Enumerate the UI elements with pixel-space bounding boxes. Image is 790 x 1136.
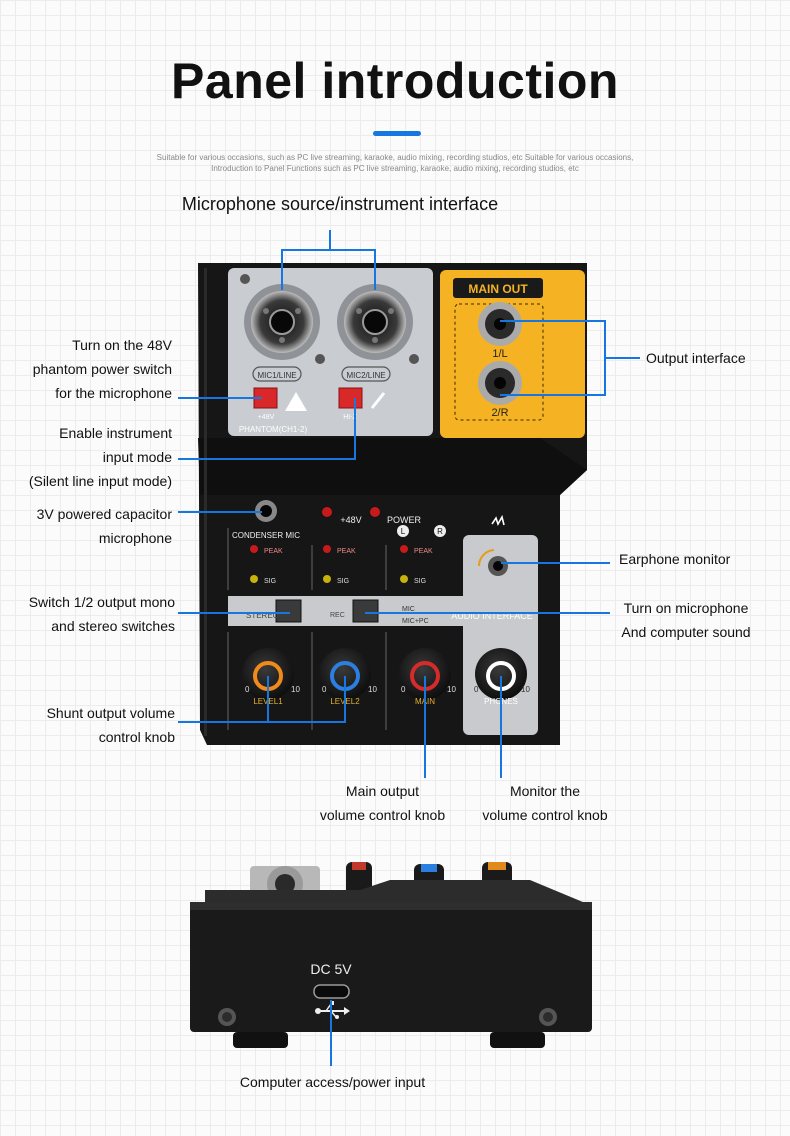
callout-computer-access: Computer access/power input (239, 1074, 426, 1090)
sig-1: SIG (264, 578, 276, 585)
callout-main-output-line-2: volume control knob (319, 807, 446, 823)
callout-mic-pc-line-2: And computer sound (621, 624, 751, 640)
callout-phantom-line-1: Turn on the 48V (72, 337, 172, 353)
power-l-label: L (401, 527, 406, 536)
main-max: 10 (447, 685, 456, 694)
callout-condenser: 3V powered capacitor microphone (0, 502, 172, 550)
callout-main-output: Main output volume control knob (305, 779, 460, 827)
callout-switch-mono: Switch 1/2 output mono and stereo switch… (0, 590, 175, 638)
callout-monitor: Monitor the volume control knob (470, 779, 620, 827)
callout-instrument-line-1: Enable instrument (59, 425, 172, 441)
subtitle-line-1: Suitable for various occasions, such as … (156, 153, 634, 162)
callout-lines (178, 230, 640, 1066)
xlr-jack-2 (337, 284, 413, 360)
callout-output-interface: Output interface (646, 350, 746, 366)
mixer-back-view: DC 5V (190, 862, 592, 1048)
page-title: Panel introduction (171, 53, 619, 109)
peak-2: PEAK (337, 548, 356, 555)
out-l-label: 1/L (492, 348, 507, 360)
usb-c-port (313, 984, 350, 999)
callout-mic-pc-line-1: Turn on microphone (623, 600, 749, 616)
peak-3: PEAK (414, 548, 433, 555)
callout-monitor-line-1: Monitor the (509, 783, 581, 799)
callout-phantom-line-3: for the microphone (55, 385, 172, 401)
level1-min: 0 (245, 685, 250, 694)
hiz-button (338, 387, 363, 409)
sig-3: SIG (414, 578, 426, 585)
callout-main-output-line-1: Main output (345, 783, 420, 799)
callout-instrument-line-2: input mode (102, 449, 172, 465)
sig-2: SIG (337, 578, 349, 585)
callout-condenser-line-1: 3V powered capacitor (36, 506, 172, 522)
mic-pc-label: MIC+PC (402, 618, 429, 625)
callout-earphone: Earphone monitor (619, 551, 731, 567)
main-min: 0 (401, 685, 406, 694)
rec-switch (352, 599, 379, 623)
callout-instrument-line-3: (Silent line input mode) (28, 473, 172, 489)
callout-phantom: Turn on the 48V phantom power switch for… (0, 333, 172, 405)
phones-max: 10 (521, 685, 530, 694)
condenser-mic-label: CONDENSER MIC (232, 531, 300, 540)
mic2-label: MIC2/LINE (346, 371, 385, 380)
rec-label: REC (330, 612, 345, 619)
hiz-label: HI-Z (343, 414, 357, 421)
phantom-label: PHANTOM(CH1-2) (239, 425, 308, 434)
power-r-label: R (437, 527, 443, 536)
subtitle-line-2: Introduction to Panel Functions such as … (211, 164, 579, 173)
title-underline (373, 131, 421, 136)
stereo-switch (275, 599, 302, 623)
led-48v-label: +48V (340, 515, 361, 525)
plus48v-label: +48V (258, 414, 275, 421)
main-out-label: MAIN OUT (468, 282, 528, 296)
callout-shunt: Shunt output volume control knob (0, 701, 175, 749)
callout-instrument: Enable instrument input mode (Silent lin… (0, 421, 172, 493)
level2-min: 0 (322, 685, 327, 694)
callout-phantom-line-2: phantom power switch (32, 361, 172, 377)
mic-label: MIC (402, 606, 415, 613)
callout-shunt-line-1: Shunt output volume (46, 705, 175, 721)
phones-min: 0 (474, 685, 479, 694)
callout-switch-mono-line-1: Switch 1/2 output mono (28, 594, 175, 610)
mic1-label: MIC1/LINE (257, 371, 296, 380)
callout-switch-mono-line-2: and stereo switches (51, 618, 175, 634)
callout-shunt-line-2: control knob (98, 729, 175, 745)
power-label: POWER (387, 515, 422, 525)
level2-max: 10 (368, 685, 377, 694)
level1-max: 10 (291, 685, 300, 694)
callout-mic-pc: Turn on microphone And computer sound (612, 596, 760, 644)
audio-interface-label: AUDIO INTERFACE (451, 611, 533, 621)
xlr-jack-1 (244, 284, 320, 360)
callout-mic-source: Microphone source/instrument interface (181, 194, 499, 214)
callout-condenser-line-2: microphone (98, 530, 172, 546)
out-r-label: 2/R (491, 407, 508, 419)
dc-5v-label: DC 5V (310, 961, 352, 977)
peak-1: PEAK (264, 548, 283, 555)
stereo-label: STEREO (246, 611, 279, 620)
callout-monitor-line-2: volume control knob (482, 807, 608, 823)
